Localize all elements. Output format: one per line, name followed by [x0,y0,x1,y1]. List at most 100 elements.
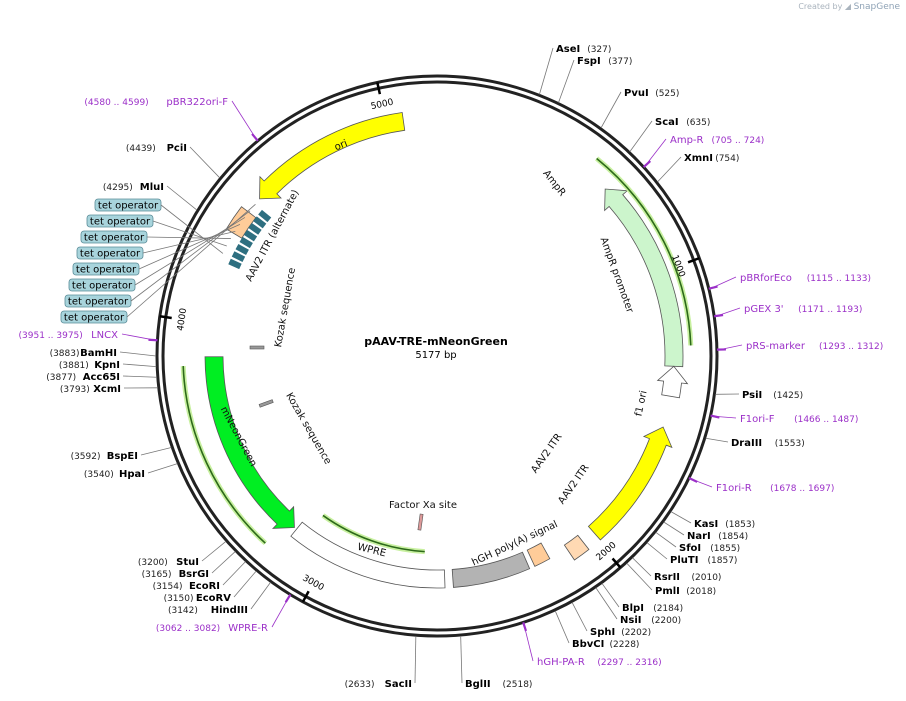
enzyme-stui: StuI [176,557,199,568]
primer-leader-hgh-pa-r [523,625,534,662]
tick-label-5000: 5000 [370,98,395,113]
tet-operator-label-5: tet operator [72,281,133,292]
enzyme-position-draiii: (1553) [775,439,805,449]
primer-position-pgex-3: (1171 .. 1193) [798,305,862,315]
primer-position-amp-r: (705 .. 724) [712,136,765,146]
snapgene-brand-text: SnapGene [853,2,900,12]
enzyme-leader-pvui [600,91,622,129]
enzyme-position-pcii: (4439) [126,144,156,154]
tick-label-2000: 2000 [595,540,619,563]
feature-label-f1-ori-3: f1 ori [633,390,649,418]
enzyme-pvui: PvuI [624,88,649,99]
enzyme-position-bamhi: (3883) [50,349,80,359]
primer-mark-pbrforeco [708,285,718,290]
enzyme-position-pluti: (1857) [708,556,738,566]
enzyme-leader-pluti [646,542,668,560]
primer-mark-wpre-r [284,593,292,603]
enzyme-position-xmni: (754) [715,154,739,164]
primer-mark-f1ori-r [688,476,698,483]
tet-operator-group: tet operator tet operator tet operator tet … [60,198,272,324]
primer-position-pbr322ori-f: (4580 .. 4599) [84,98,148,108]
created-by-text: Created by [798,2,843,11]
plasmid-name: pAAV-TRE-mNeonGreen [364,335,508,348]
enzyme-leader-sfoi [655,531,677,548]
primer-f1ori-f: F1ori-F [740,414,775,425]
primer-hgh-pa-r: hGH-PA-R [537,657,585,668]
enzyme-sphi: SphI [590,627,615,638]
tet-operator-block-7 [258,209,272,223]
snapgene-badge: Created by ◢ SnapGene [798,2,900,12]
enzyme-position-mlui: (4295) [103,183,133,193]
tet-operator-leader-4 [138,223,241,270]
feature-label-aav2-itr-5: AAV2 ITR [556,463,591,507]
primer-position-f1ori-r: (1678 .. 1697) [770,484,834,494]
enzyme-ecori: EcoRI [189,581,220,592]
enzyme-leader-rsrii [632,557,652,577]
feature-wpre-7 [290,521,446,589]
enzyme-position-ecori: (3154) [153,582,183,592]
enzyme-position-psii: (1425) [773,391,803,401]
enzyme-leader-draiii [705,437,729,443]
tet-operator-label-1: tet operator [90,217,151,228]
primer-position-f1ori-f: (1466 .. 1487) [794,415,858,425]
tick-label-1000: 1000 [669,254,686,279]
primer-pbr322ori-f: pBR322ori-F [166,97,228,108]
backbone-inner-strand [161,80,713,632]
feature-aav2-itr-5 [526,542,551,567]
enzyme-leader-kasi [670,511,692,524]
feature-hgh-poly-a-signal-6 [451,551,531,588]
primer-position-hgh-pa-r: (2297 .. 2316) [597,658,661,668]
tet-operator-block-2 [235,243,249,256]
enzyme-position-kasi: (1853) [725,520,755,530]
enzyme-position-rsrii: (2010) [692,573,722,583]
tick-mark-1000 [687,256,700,264]
primer-mark-lncx [148,338,158,342]
enzyme-mlui: MluI [140,182,164,193]
tick-label-4000: 4000 [176,307,189,331]
backbone-outer-strand [155,74,719,638]
enzyme-position-bsrgi: (3165) [142,570,172,580]
enzyme-leader-bamhi [119,351,157,357]
feature-f1-ori-3 [587,426,673,541]
enzyme-position-bspei: (3592) [71,452,101,462]
tet-operator-label-4: tet operator [76,265,137,276]
primer-amp-r: Amp-R [670,135,704,146]
enzyme-position-nari: (1854) [718,532,748,542]
kozak-sequence-mark-1 [249,345,265,350]
tet-operator-leader-0 [160,204,224,254]
primer-pbrforeco: pBRforEco [740,273,792,284]
enzyme-position-xcmi: (3793) [60,385,90,395]
tet-operator-leader-1 [152,220,227,247]
enzyme-position-pvui: (525) [655,89,679,99]
tick-mark-5000 [376,82,382,95]
enzyme-xcmi: XcmI [93,384,121,395]
tick-mark-4000 [159,315,172,320]
enzyme-position-hpai: (3540) [84,470,114,480]
primer-mark-pbr322ori-f [251,133,259,142]
primer-mark-amp-r [642,160,652,168]
enzyme-leader-sphi [571,602,588,632]
enzyme-leader-bbvci [554,610,570,644]
enzyme-leader-pmli [626,562,653,591]
primer-leader-pbr322ori-f [231,100,257,139]
tet-operator-block-4 [243,229,258,242]
enzyme-position-asei: (327) [587,45,611,55]
enzyme-leader-mlui [166,185,198,211]
direction-arrow-0 [596,157,692,346]
enzyme-position-blpi: (2184) [653,604,683,614]
enzyme-bglii: BglII [465,679,491,690]
enzyme-hindiii: HindIII [211,605,248,616]
enzyme-bamhi: BamHI [80,348,117,359]
tet-operator-label-7: tet operator [64,313,125,324]
tick-mark-2000 [611,557,622,569]
tick-mark-3000 [301,590,310,603]
enzyme-hpai: HpaI [119,469,145,480]
enzyme-position-stui: (3200) [138,558,168,568]
tet-operator-block-1 [231,251,246,263]
tet-operator-block-0 [228,258,242,270]
enzyme-leader-nari [663,521,685,536]
enzyme-sacii: SacII [385,679,412,690]
tet-operator-leader-6 [130,210,251,302]
enzyme-leader-hpai [147,463,178,474]
